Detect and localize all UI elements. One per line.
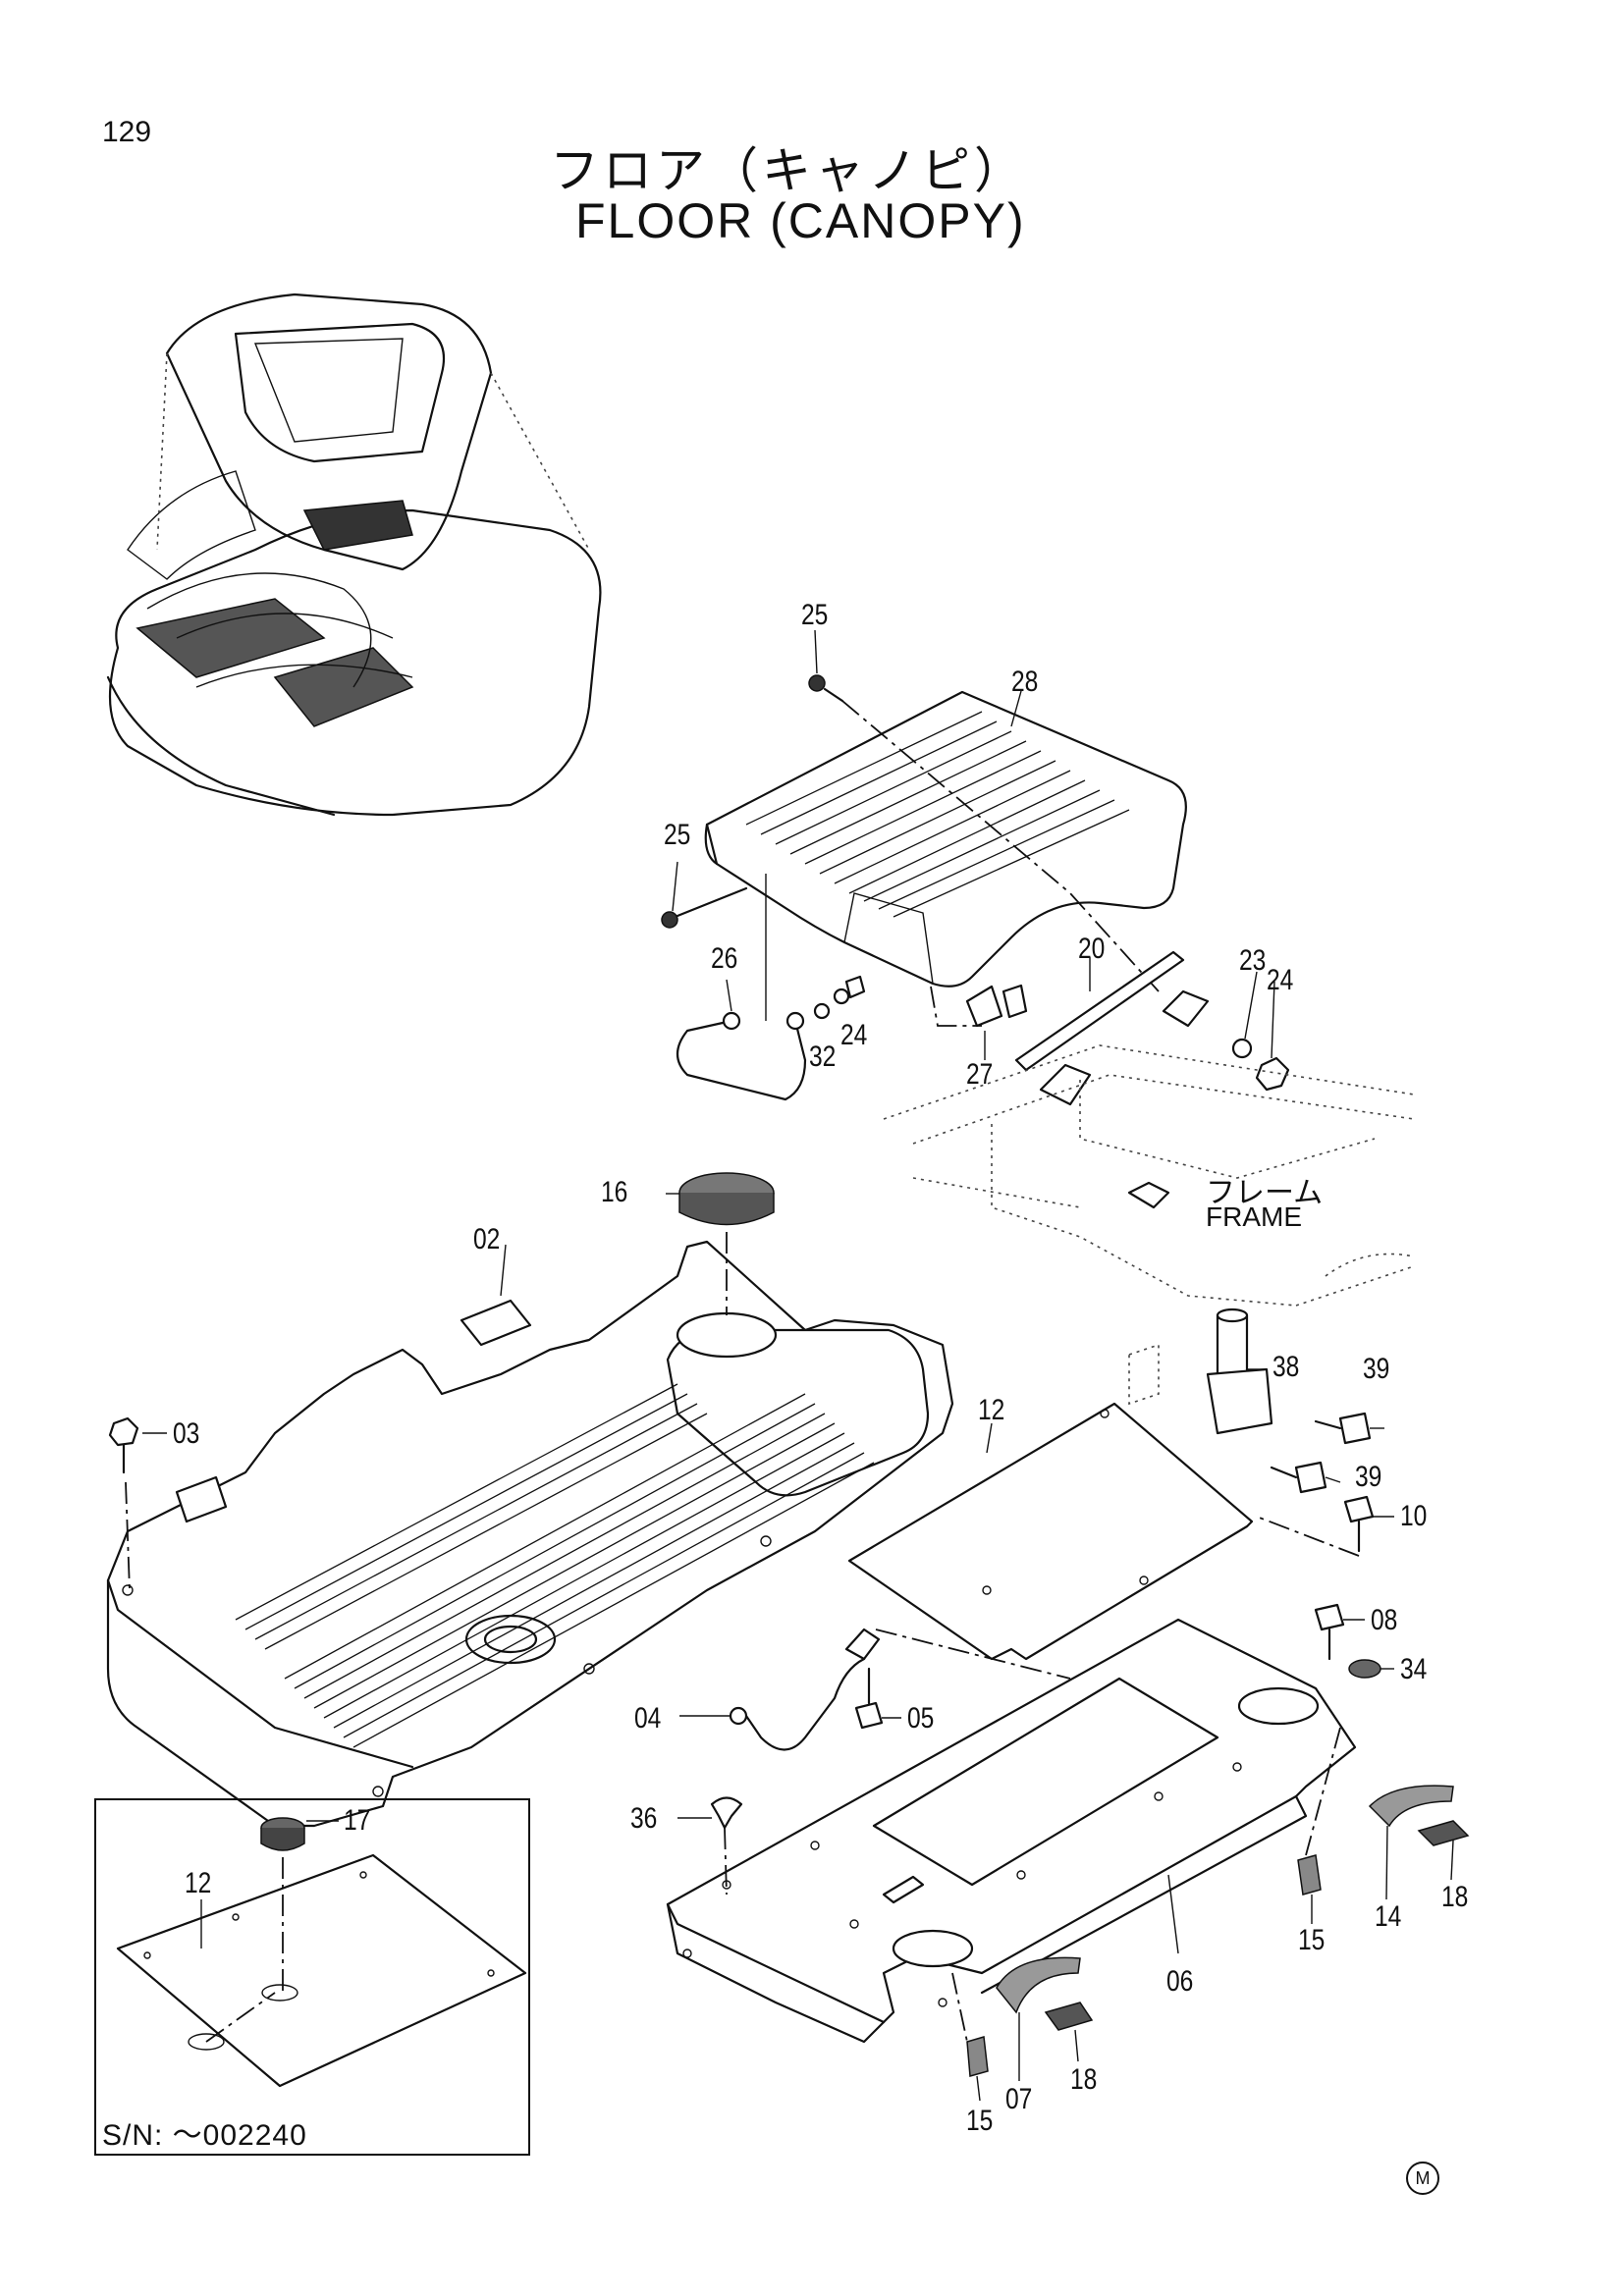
callout-38: 38 [1272,1351,1300,1383]
page-number: 129 [102,116,152,148]
callout-34: 34 [1400,1653,1428,1685]
callout-08: 08 [1371,1604,1398,1636]
plate-12 [847,1402,1254,1661]
callout-16: 16 [601,1176,628,1208]
hinge-plate-20 [1014,950,1210,1106]
callout-15-right: 15 [1298,1924,1326,1956]
cushion-07 [996,1956,1081,2014]
callout-12-inset: 12 [185,1867,212,1899]
callout-24-left: 24 [840,1019,868,1051]
bolt-05 [854,1667,884,1730]
callout-10: 10 [1400,1500,1428,1532]
callout-26: 26 [711,942,738,975]
cushion-18-bottom [1044,2002,1094,2031]
callout-06: 06 [1166,1965,1194,1998]
rubber-15-right [1297,1854,1322,1896]
callout-07: 07 [1005,2083,1033,2115]
floor-plate-02 [106,1240,954,1828]
callout-20: 20 [1078,933,1106,965]
seat-stand-vents [745,711,1130,918]
inset-plate-12 [116,1853,527,2088]
callout-18-right: 18 [1441,1881,1469,1913]
callout-39-upper: 39 [1363,1353,1390,1385]
callout-12: 12 [978,1394,1005,1426]
callout-18-bottom: 18 [1070,2063,1098,2096]
callout-03: 03 [173,1417,200,1450]
floor-plate-vents [235,1383,875,1748]
machine-locator-sketch [106,293,602,817]
bolt-39-lower [1270,1461,1327,1494]
bolt-03 [108,1416,139,1591]
bolt-08 [1314,1603,1345,1661]
inset-grommet-17 [260,1817,305,1993]
bolt-25-side [661,886,748,929]
clip-36 [710,1796,743,1896]
washer-23-nut-24 [1231,1038,1290,1092]
callout-15-bottom: 15 [966,2105,994,2137]
inset-box [94,1798,530,2156]
m-mark: M [1406,2162,1439,2195]
callout-04: 04 [634,1702,662,1735]
bracket-38 [1128,1308,1273,1435]
callout-36: 36 [630,1802,658,1835]
rubber-15-bottom [966,2036,989,2077]
cushion-18-right [1417,1820,1470,1846]
grommet-34 [1348,1659,1381,1679]
callout-25-side: 25 [664,819,691,851]
callout-14: 14 [1375,1900,1402,1933]
floor-frame-06 [666,1618,1357,2044]
ground-cable-26 [676,874,866,1101]
leader-lines [142,629,1454,2102]
callout-05: 05 [907,1702,935,1735]
cushion-14-right [1368,1785,1454,1828]
page-title-japanese: フロア（キャノピ） [550,142,1027,199]
callout-32: 32 [809,1041,837,1073]
cap-16 [678,1172,775,1315]
bolt-10 [1256,1495,1375,1557]
frame-label-english: FRAME [1206,1201,1302,1232]
latch-27 [965,984,1028,1028]
serial-number-note: S/N: ～002240 [102,2119,307,2152]
bolt-39-upper [1314,1412,1372,1445]
callout-25-top: 25 [801,599,829,631]
bolt-25-top [808,674,844,703]
seat-stand-cover [704,690,1187,988]
callout-28: 28 [1011,666,1039,698]
callout-02: 02 [473,1223,501,1255]
page-title-english: FLOOR (CANOPY) [575,193,1026,248]
frame-outline [883,1044,1415,1307]
callout-17-inset: 17 [344,1804,371,1837]
callout-24-right: 24 [1267,964,1294,996]
callout-23: 23 [1239,944,1267,977]
frame-label-japanese: フレーム [1206,1176,1324,1210]
callout-27: 27 [966,1058,994,1091]
callout-39-lower: 39 [1355,1461,1382,1493]
harness-04 [729,1628,881,1751]
